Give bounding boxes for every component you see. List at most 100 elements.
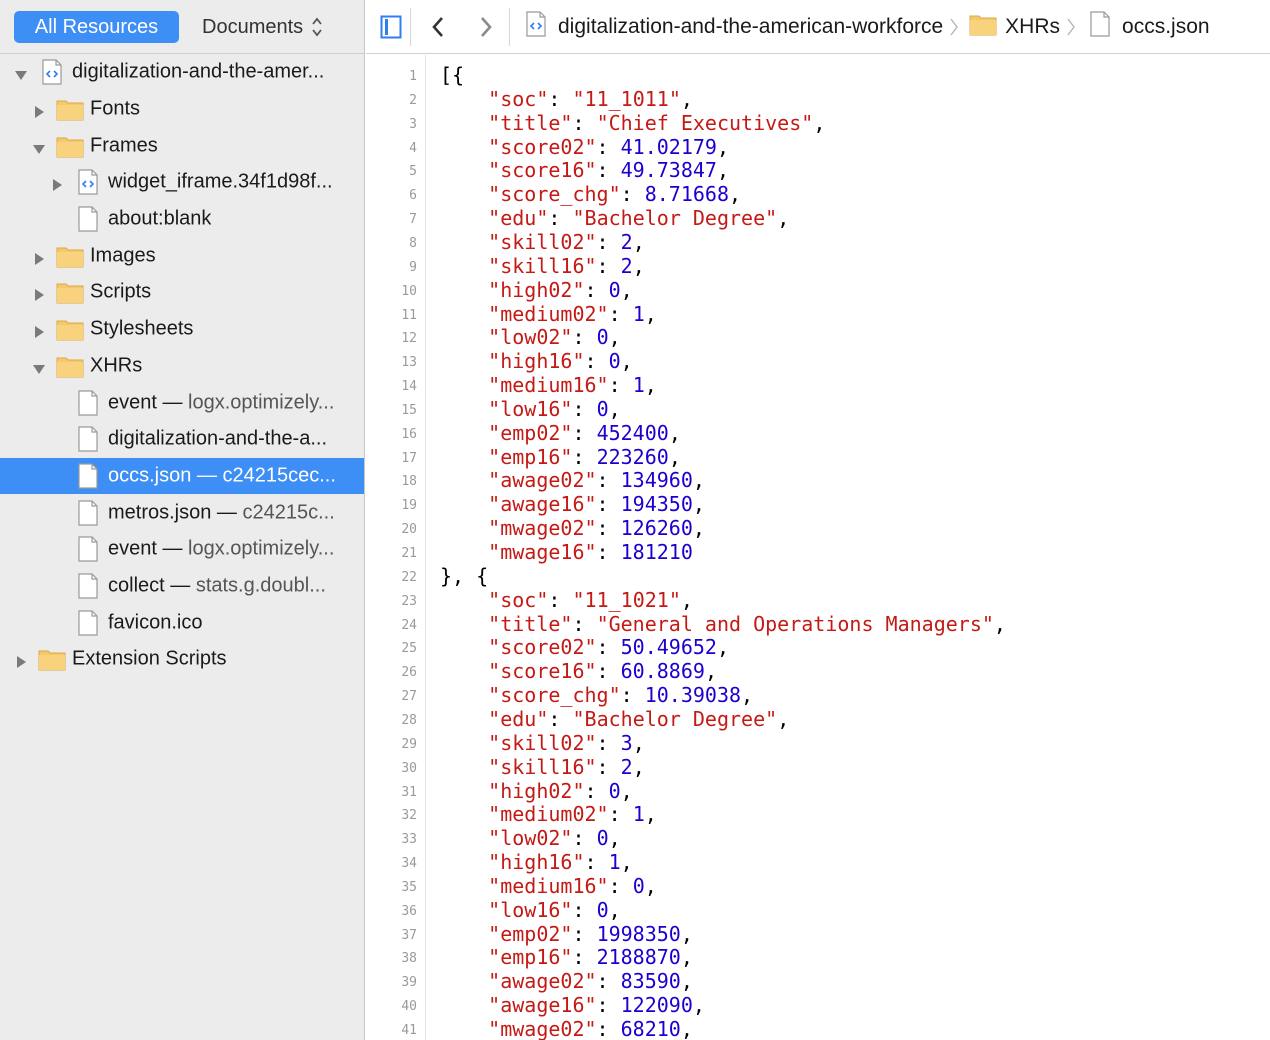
line-number: 1 — [409, 69, 417, 84]
json-punctuation — [440, 516, 488, 540]
breadcrumb: digitalization-and-the-american-workforc… — [522, 0, 1210, 54]
json-punctuation — [440, 278, 488, 302]
json-number: 8.71668 — [644, 182, 730, 207]
json-punctuation: , — [716, 635, 730, 660]
json-number: 0 — [596, 826, 609, 851]
json-key: "awage02" — [488, 969, 597, 994]
tree-item-scripts[interactable]: Scripts — [0, 274, 364, 311]
code-line: "awage02": 134960, — [440, 468, 705, 492]
line-number: 29 — [401, 736, 417, 752]
disclosure-closed-icon[interactable] — [32, 322, 46, 339]
disclosure-closed-icon[interactable] — [32, 102, 46, 119]
json-punctuation: , — [620, 778, 633, 803]
json-number: 452400 — [596, 420, 669, 445]
disclosure-closed-icon[interactable] — [32, 285, 46, 302]
code-line: "mwage16": 181210 — [440, 540, 693, 564]
code-line: "awage16": 122090, — [440, 993, 705, 1017]
json-punctuation: , — [729, 182, 742, 207]
tree-item-stylesheets[interactable]: Stylesheets — [0, 311, 364, 348]
tree-item-xhr-metros-json[interactable]: metros.json — c24215c... — [0, 494, 364, 531]
breadcrumb-item[interactable]: digitalization-and-the-american-workforc… — [522, 10, 943, 44]
json-punctuation — [440, 779, 488, 803]
disclosure-open-icon[interactable] — [32, 359, 46, 374]
json-punctuation: , — [680, 86, 693, 111]
breadcrumb-separator-icon — [949, 16, 959, 38]
tree-item-fonts[interactable]: Fonts — [0, 91, 364, 128]
json-punctuation: , — [608, 826, 621, 851]
tree-item-label: Fonts — [90, 98, 140, 121]
tree-item-about-blank[interactable]: about:blank — [0, 201, 364, 238]
breadcrumb-item[interactable]: occs.json — [1086, 10, 1210, 44]
json-key: "skill02" — [488, 730, 597, 755]
breadcrumb-separator-icon — [1066, 16, 1076, 38]
code-line: }, { — [440, 564, 488, 588]
tree-item-xhr-event-2[interactable]: event — logx.optimizely... — [0, 531, 364, 568]
line-number: 24 — [401, 617, 417, 633]
json-string: "Bachelor Degree" — [572, 706, 778, 731]
content-toolbar: digitalization-and-the-american-workforc… — [366, 0, 1270, 54]
disclosure-closed-icon[interactable] — [32, 249, 46, 265]
json-punctuation: : — [620, 182, 645, 207]
breadcrumb-label: occs.json — [1122, 15, 1210, 38]
line-number: 6 — [409, 188, 417, 204]
disclosure-open-icon[interactable] — [14, 65, 28, 81]
line-number: 20 — [401, 522, 417, 538]
all-resources-button[interactable]: All Resources — [14, 11, 179, 43]
tree-item-xhr-digitalization[interactable]: digitalization-and-the-a... — [0, 421, 364, 458]
json-key: "emp02" — [488, 420, 573, 445]
tree-item-xhr-event-1[interactable]: event — logx.optimizely... — [0, 384, 364, 421]
json-key: "title" — [488, 611, 573, 636]
json-punctuation: : — [572, 826, 597, 851]
tree-item-name: digitalization-and-the-a... — [108, 427, 328, 450]
tree-item-xhrs[interactable]: XHRs — [0, 348, 364, 385]
json-punctuation — [440, 468, 488, 492]
tree-item-images[interactable]: Images — [0, 237, 364, 274]
disclosure-closed-icon[interactable] — [50, 175, 64, 192]
code-line: "emp16": 223260, — [440, 445, 681, 469]
json-punctuation — [440, 969, 488, 993]
json-punctuation: : — [608, 301, 633, 326]
tree-item-xhr-favicon[interactable]: favicon.ico — [0, 604, 364, 641]
folder-icon — [56, 352, 84, 380]
file-icon — [74, 462, 102, 490]
json-number: 134960 — [620, 468, 693, 493]
breadcrumb-item[interactable]: XHRs — [969, 10, 1060, 44]
json-number: 10.39038 — [644, 683, 742, 708]
line-number: 34 — [401, 856, 417, 872]
disclosure-open-icon[interactable] — [32, 139, 46, 154]
json-punctuation: : — [596, 158, 621, 183]
json-punctuation — [440, 707, 488, 731]
tree-item-widget-iframe[interactable]: widget_iframe.34f1d98f... — [0, 164, 364, 201]
tree-item-extension-scripts[interactable]: Extension Scripts — [0, 641, 364, 678]
json-key: "high02" — [488, 277, 585, 302]
tree-item-frames[interactable]: Frames — [0, 127, 364, 164]
code-line: "medium02": 1, — [440, 302, 657, 326]
folder-icon — [56, 132, 84, 160]
documents-selector[interactable]: Documents — [202, 11, 323, 43]
json-punctuation — [440, 898, 488, 922]
json-key: "emp16" — [488, 444, 573, 469]
json-number: 122090 — [620, 993, 693, 1018]
tree-item-host: logx.optimizely... — [188, 391, 335, 414]
forward-arrow-icon[interactable] — [478, 15, 494, 44]
json-punctuation: , — [668, 444, 681, 469]
sidebar-toggle-icon[interactable] — [380, 15, 402, 44]
json-number: 0 — [608, 277, 621, 302]
json-key: "medium16" — [488, 373, 609, 398]
back-arrow-icon[interactable] — [430, 15, 446, 44]
tree-item-xhr-collect[interactable]: collect — stats.g.doubl... — [0, 568, 364, 605]
json-punctuation: , — [644, 802, 657, 827]
code-line: "emp16": 2188870, — [440, 945, 693, 969]
code-line: "medium16": 0, — [440, 874, 657, 898]
tree-item-xhr-occs-json[interactable]: occs.json — c24215cec... — [0, 457, 364, 495]
json-punctuation — [440, 87, 488, 111]
json-key: "edu" — [488, 706, 549, 731]
line-number: 2 — [409, 92, 417, 108]
tree-item-main-document[interactable]: digitalization-and-the-amer... — [0, 54, 364, 91]
file-icon — [74, 205, 102, 233]
json-number: 1998350 — [596, 921, 681, 946]
disclosure-closed-icon[interactable] — [14, 652, 28, 669]
json-number: 126260 — [620, 516, 693, 541]
json-punctuation — [440, 445, 488, 469]
